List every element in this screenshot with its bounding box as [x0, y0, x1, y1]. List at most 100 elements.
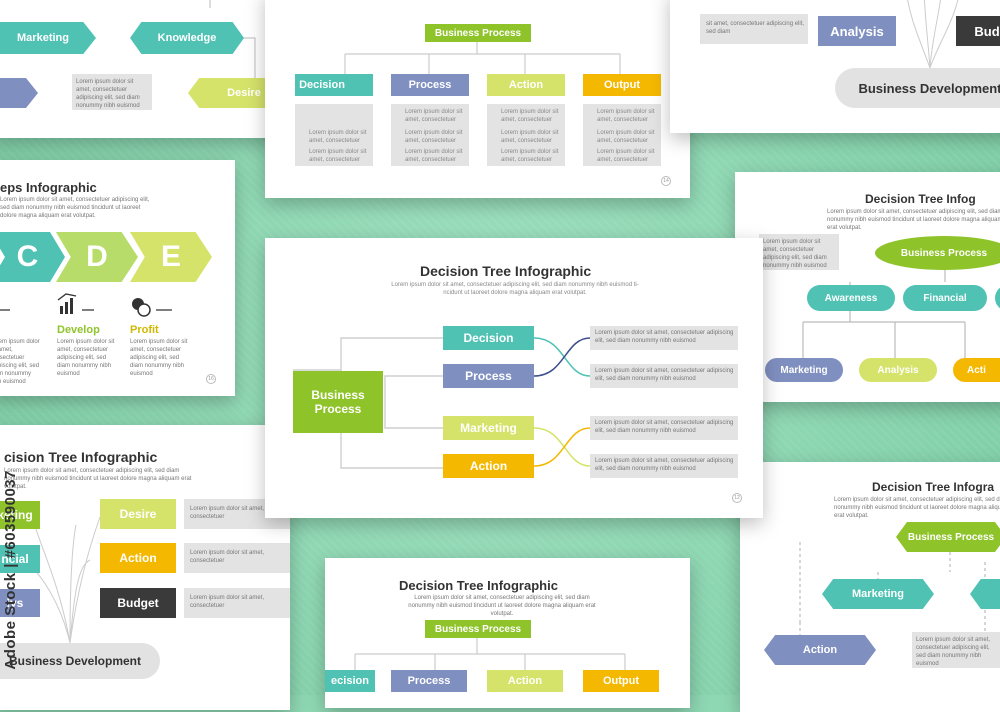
desire-label: Desire: [119, 507, 157, 521]
marketing-label: Marketing: [780, 364, 828, 376]
business-process-label: Business Process: [434, 27, 522, 39]
financial-box: ncial: [0, 545, 40, 573]
action-label: Action: [508, 79, 544, 91]
marketing-text-box: [590, 416, 738, 440]
slide-steps: eps Infographic Lorem ipsum dolor sit am…: [0, 160, 235, 396]
process-box: Process: [443, 364, 534, 388]
slide-title: Decision Tree Infographic: [420, 263, 592, 279]
step-c-label: C: [16, 240, 39, 273]
process-bullet-1: Lorem ipsum dolor sit amet, consectetuer: [405, 109, 463, 123]
business-process-box: Business Process: [293, 371, 383, 433]
slide-title: Decision Tree Infog: [865, 192, 976, 206]
budget-box: Budget: [100, 588, 176, 618]
marketing-label: Marketing: [17, 32, 69, 44]
action-label: Action: [119, 551, 157, 565]
business-process-label: Business Process: [907, 531, 995, 543]
business-development-label: Business Development: [858, 80, 1000, 96]
action-text: Lorem ipsum dolor sit amet, consectetuer: [190, 550, 265, 564]
develop-label: Develop: [57, 324, 100, 336]
tree-lines: [344, 42, 621, 74]
action-pill: Acti: [953, 358, 1000, 382]
business-process-ellipse: Business Process: [875, 236, 1000, 270]
decision-box: Decision: [443, 326, 534, 350]
output-box: Output: [583, 74, 661, 96]
slide-top-center: Business Process Decision Process Action…: [265, 0, 690, 198]
process-text-box: [590, 364, 738, 388]
process-label: Process: [465, 369, 512, 383]
action-box: Action: [487, 74, 565, 96]
subtitle: Lorem ipsum dolor sit amet, consectetuer…: [4, 468, 192, 490]
business-process-label: Business Process: [434, 623, 522, 635]
step-icons: [0, 293, 172, 317]
process-bullet-2: Lorem ipsum dolor sit amet, consectetuer: [405, 130, 463, 144]
text-placeholder: [72, 74, 152, 110]
decision-text-box: [295, 104, 373, 166]
action-text-box: [590, 454, 738, 478]
lorem-text: sit amet, consectetuer adipiscing elit, …: [706, 21, 805, 35]
step-d-label: D: [86, 240, 108, 273]
action-box: Action: [443, 454, 534, 478]
step-c-arrow: C: [0, 232, 65, 282]
slide-main: Decision Tree Infographic Lorem ipsum do…: [265, 238, 763, 518]
business-development-pill: Business Development: [0, 643, 160, 679]
root-lines: [29, 516, 101, 644]
desire-box: Desire: [100, 499, 176, 529]
marketing-pill: Marketing: [765, 358, 843, 382]
marketing-box: Marketing: [443, 416, 534, 440]
marketing-label: Marketing: [852, 588, 904, 600]
business-development-label: Business Development: [8, 654, 142, 668]
extra-pill: [995, 285, 1000, 311]
action-text-box: [487, 104, 565, 166]
step-d-arrow: D: [56, 232, 138, 282]
subtitle: Lorem ipsum dolor sit amet, consectetuer…: [408, 595, 596, 617]
decision-label: Decision: [299, 79, 345, 91]
coins-icon: [132, 298, 151, 317]
financial-label: ncial: [1, 552, 29, 566]
action-hexagon: Action: [764, 635, 876, 665]
budget-label: Budget: [117, 596, 159, 610]
business-process-box: Business Process: [425, 24, 531, 42]
process-box: Process: [391, 74, 469, 96]
subtitle: Lorem ipsum dolor sit amet, consectetuer…: [0, 197, 150, 219]
business-process-label: Business Process: [900, 247, 988, 259]
root-lines: [907, 0, 959, 69]
subtitle-line-2: ncidunt ut laoreet dolore magna aliquam …: [443, 290, 587, 296]
adobe-stock-watermark: Adobe Stock | #603590037: [2, 470, 19, 670]
marketing-hexagon: Marketing: [0, 22, 96, 54]
output-label: Output: [602, 675, 640, 687]
action-label: Action: [802, 644, 838, 656]
action-box: Action: [100, 543, 176, 573]
action-text-box: [184, 543, 290, 573]
subtitle: Lorem ipsum dolor sit amet, consectetuer…: [834, 497, 1000, 519]
business-process-box: Business Process: [425, 620, 531, 638]
text-placeholder: [912, 632, 1000, 668]
subtitle-line-1: Lorem ipsum dolor sit amet, consectetuer…: [391, 282, 639, 288]
action-bullet-1: Lorem ipsum dolor sit amet, consectetuer: [501, 109, 559, 123]
budget-box: Budg: [956, 16, 1000, 46]
marketing-hexagon: Marketing: [822, 579, 934, 609]
slide-top-right: sit amet, consectetuer adipiscing elit, …: [670, 0, 1000, 133]
desire-text: Lorem ipsum dolor sit amet, consectetuer: [190, 506, 265, 520]
action-label: Acti: [967, 364, 986, 376]
process-text: Lorem ipsum dolor sit amet, consectetuer…: [595, 368, 734, 382]
budget-text: Lorem ipsum dolor sit amet, consectetuer: [190, 595, 265, 609]
analysis-label: Analysis: [877, 364, 919, 376]
slide-right-mid: Decision Tree Infog Lorem ipsum dolor si…: [735, 172, 1000, 402]
decision-label: Decision: [463, 331, 514, 345]
decision-label: ecision: [331, 675, 369, 687]
analysis-label: lys: [6, 596, 24, 610]
marketing-box: keting: [0, 501, 40, 529]
decision-box: ecision: [325, 670, 375, 692]
step-a-text: Lorem ipsum dolor sit amet, consectetuer…: [0, 339, 40, 385]
action-label: Action: [469, 459, 508, 473]
profit-label: Profit: [130, 324, 159, 336]
lorem-text: Lorem ipsum dolor sit amet, consectetuer…: [76, 79, 140, 109]
action-label: Action: [507, 675, 543, 687]
business-process-hexagon: Business Process: [896, 522, 1000, 552]
marketing-text: Lorem ipsum dolor sit amet, consectetuer…: [595, 420, 734, 434]
action-bullet-2: Lorem ipsum dolor sit amet, consectetuer: [501, 130, 559, 144]
output-label: Output: [603, 79, 641, 91]
output-bullet-3: Lorem ipsum dolor sit amet, consectetuer: [597, 149, 655, 163]
marketing-label: keting: [0, 508, 33, 522]
tree-lines: [354, 638, 626, 670]
